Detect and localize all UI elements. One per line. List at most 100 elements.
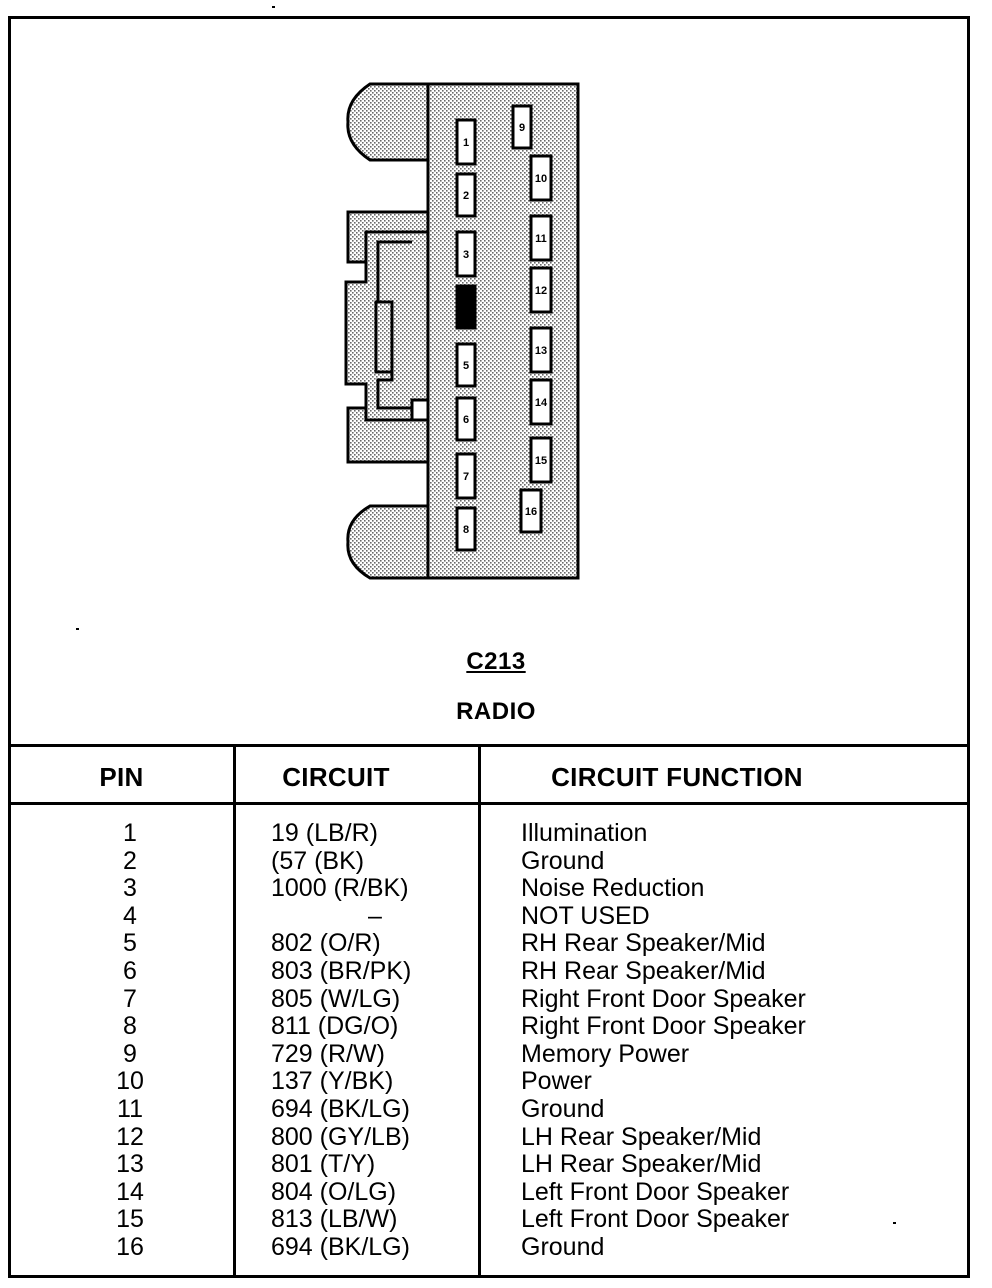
pin-number-label: 12 xyxy=(535,285,547,297)
cell-circuit: 813 (LB/W) xyxy=(271,1205,398,1234)
cell-pin: 7 xyxy=(123,984,137,1013)
cell-circuit-function: Ground xyxy=(521,1233,605,1261)
header-circuit: CIRCUIT xyxy=(282,762,390,792)
cell-pin: 15 xyxy=(116,1205,144,1234)
cell-circuit: 19 (LB/R) xyxy=(271,819,378,847)
table-row: 5 802 (O/R) RH Rear Speaker/Mid xyxy=(8,930,970,958)
pin-number-label: 14 xyxy=(535,397,548,409)
cell-pin: 5 xyxy=(123,929,137,958)
table-row: 2(57 (BK)Ground xyxy=(8,846,970,876)
cell-pin: 1 xyxy=(123,819,137,847)
diagram-frame xyxy=(8,16,970,1278)
pin-number-label: 3 xyxy=(463,249,469,261)
pin-cavity-13: 13 xyxy=(529,326,553,374)
pin-cavity-2: 2 xyxy=(455,172,477,218)
pin-cavity-8: 8 xyxy=(455,506,477,552)
pin-number-label: 2 xyxy=(463,190,469,202)
table-row: 12 800 (GY/LB) LH Rear Speaker/Mid xyxy=(8,1122,970,1152)
pin-cavity-12: 12 xyxy=(529,266,553,314)
connector-housing xyxy=(344,82,580,580)
pin-cavity-11: 11 xyxy=(529,214,553,262)
pin-cavity-15: 15 xyxy=(529,436,553,484)
cell-circuit: 729 (R/W) xyxy=(271,1039,385,1068)
connector-name: RADIO xyxy=(456,698,536,725)
pin-number-label: 9 xyxy=(519,122,525,134)
pin-number-label: 15 xyxy=(535,455,547,467)
header-circuit-function: CIRCUIT FUNCTION xyxy=(551,762,803,792)
cell-circuit: 801 (T/Y) xyxy=(271,1150,376,1179)
cell-circuit-function: RH Rear Speaker/Mid xyxy=(521,929,766,958)
cell-pin: 9 xyxy=(123,1039,137,1068)
cell-circuit-function: Memory Power xyxy=(521,1039,690,1068)
cell-circuit-function: RH Rear Speaker/Mid xyxy=(521,957,766,985)
pin-cavity-4: 4 xyxy=(455,284,477,330)
pin-cavity-box xyxy=(529,436,553,484)
cell-circuit-function: Left Front Door Speaker xyxy=(521,1205,790,1234)
pin-number-label: 6 xyxy=(463,414,469,426)
cell-circuit-function: Noise Reduction xyxy=(521,874,705,903)
cell-circuit-function: NOT USED xyxy=(521,901,650,930)
pin-cavity-box xyxy=(529,154,553,202)
cell-circuit: 802 (O/R) xyxy=(271,929,381,958)
cell-circuit: 1000 (R/BK) xyxy=(271,874,409,903)
pin-number-label: 5 xyxy=(463,360,469,372)
pin-cavity-7: 7 xyxy=(455,452,477,500)
cell-pin: 6 xyxy=(123,957,137,985)
pin-cavity-box xyxy=(455,172,477,218)
pin-cavity-box xyxy=(455,452,477,500)
cell-circuit-function: Ground xyxy=(521,846,605,875)
cell-circuit: 811 (DG/O) xyxy=(271,1012,399,1041)
pin-number-label: 4 xyxy=(463,302,470,314)
cell-circuit: 694 (BK/LG) xyxy=(271,1095,410,1123)
cell-pin: 3 xyxy=(123,874,137,903)
cell-pin: 16 xyxy=(116,1233,144,1261)
cell-circuit-function: Ground xyxy=(521,1095,605,1123)
cell-circuit: 800 (GY/LB) xyxy=(271,1122,410,1151)
pin-cavity-10: 10 xyxy=(529,154,553,202)
cell-circuit: 137 (Y/BK) xyxy=(271,1067,394,1096)
pin-cavity-box xyxy=(529,326,553,374)
scan-speck xyxy=(272,6,275,8)
table-row: 15 813 (LB/W) Left Front Door Speaker xyxy=(8,1206,970,1234)
pin-cavity-box xyxy=(529,214,553,262)
pin-cavity-box xyxy=(455,230,477,278)
pin-cavity-box xyxy=(455,396,477,442)
pin-cavity-1: 1 xyxy=(455,118,477,166)
table-row: 6 803 (BR/PK) RH Rear Speaker/Mid xyxy=(8,957,970,986)
table-row: 3 1000 (R/BK) Noise Reduction xyxy=(8,875,970,903)
cell-pin: 2 xyxy=(123,846,137,875)
pin-number-label: 1 xyxy=(463,137,469,149)
cell-circuit: 805 (W/LG) xyxy=(271,984,401,1013)
cell-pin: 14 xyxy=(116,1177,144,1206)
pin-number-label: 13 xyxy=(535,345,547,357)
pin-cavity-9: 9 xyxy=(511,104,533,150)
table-row: 8 811 (DG/O) Right Front Door Speaker xyxy=(8,1013,970,1041)
connector-id: C213 xyxy=(466,648,526,675)
table-divider-pin xyxy=(233,746,236,1278)
cell-pin: 8 xyxy=(123,1012,137,1041)
pin-cavity-box xyxy=(529,266,553,314)
cell-circuit-function: LH Rear Speaker/Mid xyxy=(521,1122,762,1151)
cell-circuit: 803 (BR/PK) xyxy=(271,957,412,985)
pin-number-label: 10 xyxy=(535,173,547,185)
pin-number-label: 7 xyxy=(463,471,469,483)
pin-cavity-16: 16 xyxy=(519,488,543,534)
header-pin: PIN xyxy=(99,762,144,792)
pin-cavity-box xyxy=(455,506,477,552)
cell-circuit-function: Right Front Door Speaker xyxy=(521,1012,806,1041)
pin-cavity-5: 5 xyxy=(455,342,477,388)
scan-speck xyxy=(893,1222,896,1224)
pin-number-label: 11 xyxy=(535,233,547,245)
cell-pin: 12 xyxy=(116,1122,144,1151)
cell-pin: 4 xyxy=(123,901,137,930)
cell-circuit: – xyxy=(368,901,382,930)
